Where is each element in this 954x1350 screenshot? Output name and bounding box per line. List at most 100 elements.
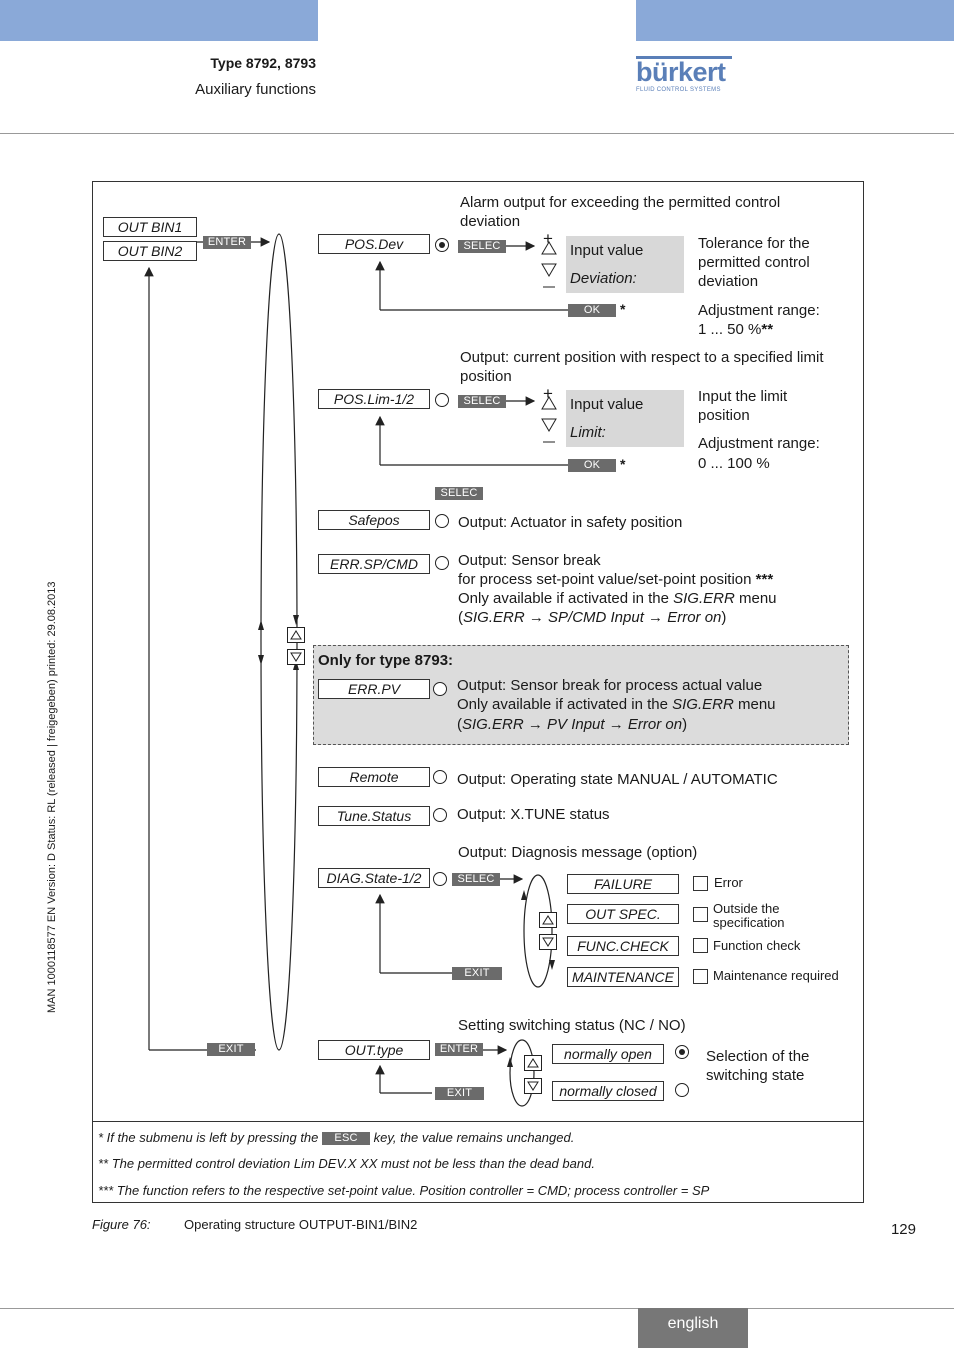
menu-diag-state[interactable]: DIAG.State-1/2 [318, 868, 430, 888]
logo-text: bürkert [636, 57, 726, 87]
poslim-range-value: 0 ... 100 % [698, 455, 770, 472]
outtype-exit-key[interactable]: EXIT [435, 1087, 484, 1100]
posdev-ok-key[interactable]: OK [568, 304, 616, 317]
diag-option-failure[interactable]: FAILURE [567, 874, 679, 894]
diag-option-out-spec[interactable]: OUT SPEC. [567, 904, 679, 924]
posdev-input-box[interactable]: Input value Deviation: [566, 236, 684, 293]
esc-key[interactable]: ESC [322, 1132, 371, 1145]
menu-out-bin2[interactable]: OUT BIN2 [103, 241, 197, 261]
posdev-input-name: Deviation: [570, 270, 637, 287]
plus-icon-2[interactable]: + [543, 384, 553, 403]
errsp-line2-mark: *** [755, 571, 774, 588]
diag-option-func-check[interactable]: FUNC.CHECK [567, 936, 679, 956]
footnote-1: * If the submenu is left by pressing the… [98, 1130, 574, 1145]
outtype-down-key-icon[interactable] [524, 1078, 542, 1094]
poslim-title: Output: current position with respect to… [460, 349, 824, 385]
poslim-updown-icon[interactable] [540, 390, 558, 450]
diag-radio[interactable] [433, 872, 447, 886]
errpv-line3: (SIG.ERR → PV Input → Error on) [457, 716, 688, 733]
logo-subtext: FLUID CONTROL SYSTEMS [636, 87, 721, 93]
doc-type-title: Type 8792, 8793 [210, 55, 316, 71]
plus-icon[interactable]: + [543, 229, 553, 248]
errpv-radio[interactable] [433, 682, 447, 696]
errpv-line2: Only available if activated in the SIG.E… [457, 695, 776, 714]
errpv-line2-i: SIG.ERR [672, 696, 734, 713]
remote-text: Output: Operating state MANUAL / AUTOMAT… [457, 771, 778, 788]
outtype-option-normally-open[interactable]: normally open [552, 1044, 664, 1064]
poslim-range-label: Adjustment range: [698, 435, 820, 452]
diag-up-key-icon[interactable] [539, 912, 557, 928]
errsp-line3-a: Only available if activated in the [458, 590, 674, 607]
posdev-range-value: 1 ... 50 %** [698, 320, 773, 339]
diag-desc-func-check: Function check [713, 938, 801, 953]
poslim-desc: Input the limit position [698, 388, 788, 424]
section-title: Auxiliary functions [195, 81, 316, 98]
posdev-desc: Tolerance for the permitted control devi… [698, 235, 810, 290]
outtype-radio-open[interactable] [675, 1045, 689, 1059]
poslim-input-box[interactable]: Input value Limit: [566, 390, 684, 447]
errsp-line3: Only available if activated in the SIG.E… [458, 589, 777, 608]
posdev-title: Alarm output for exceeding the permitted… [460, 194, 781, 230]
outtype-up-key-icon[interactable] [524, 1055, 542, 1071]
posdev-updown-icon[interactable] [540, 235, 558, 295]
footnote-2: ** The permitted control deviation Lim D… [98, 1156, 595, 1171]
outtype-enter-key[interactable]: ENTER [435, 1043, 483, 1056]
exit-key-main[interactable]: EXIT [207, 1043, 255, 1056]
menu-tune-status[interactable]: Tune.Status [318, 806, 430, 826]
outtype-radio-closed[interactable] [675, 1083, 689, 1097]
menu-errpv[interactable]: ERR.PV [318, 679, 430, 699]
diag-down-key-icon[interactable] [539, 934, 557, 950]
errsp-line3-i: SIG.ERR [673, 590, 735, 607]
poslim-selec-key[interactable]: SELEC [458, 395, 506, 408]
footnote-3: *** The function refers to the respectiv… [98, 1183, 710, 1198]
errpv-line2-a: Only available if activated in the [457, 696, 673, 713]
menu-out-bin1[interactable]: OUT BIN1 [103, 217, 197, 237]
tune-text: Output: X.TUNE status [457, 806, 610, 823]
menu-remote[interactable]: Remote [318, 767, 430, 787]
posdev-range-label: Adjustment range: [698, 302, 820, 319]
figure-number: Figure 76: [92, 1217, 151, 1232]
brand-logo: bürkert FLUID CONTROL SYSTEMS [636, 56, 746, 96]
diag-checkbox-out-spec[interactable] [693, 907, 708, 922]
diag-checkbox-func-check[interactable] [693, 938, 708, 953]
errsp-line4-path: SIG.ERR → SP/CMD Input → Error on [463, 609, 722, 626]
figure-caption: Operating structure OUTPUT-BIN1/BIN2 [184, 1217, 418, 1232]
menu-poslim[interactable]: POS.Lim-1/2 [318, 389, 430, 409]
diag-checkbox-maintenance[interactable] [693, 969, 708, 984]
tune-radio[interactable] [433, 808, 447, 822]
diag-desc-maintenance: Maintenance required [713, 968, 839, 983]
posdev-selec-key[interactable]: SELEC [458, 240, 506, 253]
errsp-line2: for process set-point value/set-point po… [458, 570, 773, 589]
outtype-title: Setting switching status (NC / NO) [458, 1017, 686, 1034]
menu-out-type[interactable]: OUT.type [318, 1040, 430, 1060]
posdev-input-value: Input value [570, 242, 644, 259]
posdev-radio[interactable] [435, 238, 449, 252]
header-band-left [0, 0, 318, 41]
diag-desc-failure: Error [714, 875, 743, 890]
menu-safepos[interactable]: Safepos [318, 510, 430, 530]
diagram-frame [92, 181, 864, 1203]
up-arrow-key-icon[interactable] [287, 627, 305, 643]
poslim-ok-key[interactable]: OK [568, 459, 616, 472]
enter-key[interactable]: ENTER [203, 236, 251, 249]
menu-errsp[interactable]: ERR.SP/CMD [318, 554, 430, 574]
menu-posdev[interactable]: POS.Dev [318, 234, 430, 254]
language-tab: english [638, 1308, 748, 1348]
footnote-divider [93, 1121, 863, 1122]
poslim-radio[interactable] [435, 393, 449, 407]
diag-option-maintenance[interactable]: MAINTENANCE [567, 967, 679, 987]
diag-selec-key[interactable]: SELEC [452, 873, 500, 886]
errsp-radio[interactable] [435, 556, 449, 570]
posdev-star: * [620, 301, 626, 317]
diag-checkbox-failure[interactable] [693, 876, 708, 891]
errsp-line1: Output: Sensor break [458, 552, 601, 569]
safepos-text: Output: Actuator in safety position [458, 514, 683, 531]
errpv-line2-b: menu [733, 696, 776, 713]
outtype-option-normally-closed[interactable]: normally closed [552, 1081, 664, 1101]
posdev-range-mark: ** [761, 321, 774, 338]
selec-key-standalone[interactable]: SELEC [435, 487, 483, 500]
down-arrow-key-icon[interactable] [287, 649, 305, 665]
remote-radio[interactable] [433, 770, 447, 784]
diag-exit-key[interactable]: EXIT [452, 967, 502, 980]
safepos-radio[interactable] [435, 514, 449, 528]
